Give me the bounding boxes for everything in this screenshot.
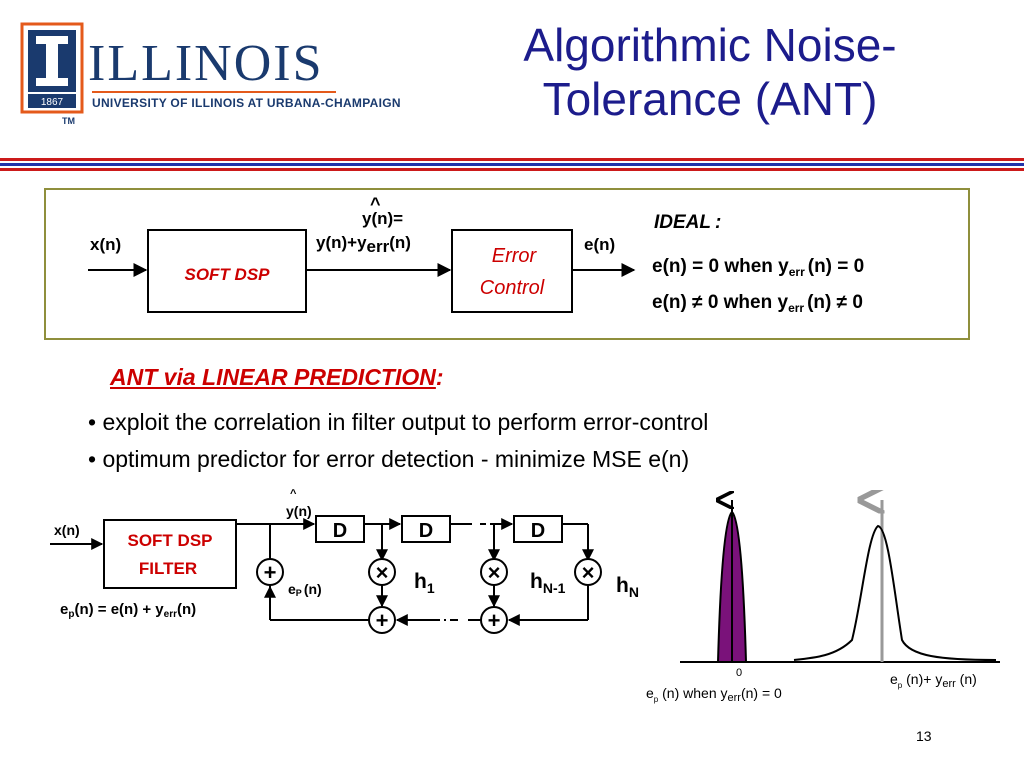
delay-block-1: [315, 515, 365, 543]
slide-title: Algorithmic Noise-Tolerance (ANT): [523, 19, 897, 125]
top-output-label: e(n): [584, 235, 615, 254]
error-distribution-plot: 0 ep (n) when yerr(n) = 0 ep (n)+ yerr (…: [646, 490, 1000, 704]
adder-sum-2-sign: +: [488, 608, 501, 633]
soft-dsp-block: [147, 229, 307, 313]
logo-i-top: [36, 36, 68, 44]
delay-label-3: D: [531, 520, 545, 542]
soft-dsp-filter-label-2: FILTER: [139, 559, 197, 578]
bullet-1: • exploit the correlation in filter outp…: [88, 409, 709, 435]
illinois-logo-icon: 1867: [20, 22, 84, 114]
ideal-equation-1: e(n) = 0 when yerr(n) = 0: [652, 256, 864, 279]
wordmark-underline: [92, 91, 336, 93]
plot-right-label: ep (n)+ yerr (n): [890, 671, 977, 690]
soft-dsp-filter-label-1: SOFT DSP: [127, 531, 212, 550]
pred-yhat-label: y(n): [286, 503, 312, 519]
adder-error-sign: +: [264, 560, 277, 585]
delay-label-1: D: [333, 520, 347, 542]
error-control-label-1: Error: [492, 245, 538, 267]
top-input-label: x(n): [90, 235, 121, 254]
bullet-2: • optimum predictor for error detection …: [88, 446, 690, 472]
plot-zero-tick: 0: [736, 667, 742, 679]
top-block-diagram: x(n) SOFT DSP ^ y(n)= y(n)+yerr(n) Error…: [88, 194, 864, 315]
tap-h1: h1: [414, 570, 435, 596]
error-control-block: [451, 229, 573, 313]
divider-blue: [0, 163, 1024, 166]
multiplier-1-sign: ×: [376, 560, 389, 585]
adder-sum-1-sign: +: [376, 608, 389, 633]
delay-label-2: D: [419, 520, 433, 542]
tap-hN: hN: [616, 574, 639, 600]
soft-dsp-label: SOFT DSP: [184, 265, 270, 284]
tap-hN-1: hN-1: [530, 570, 566, 596]
predictor-diagram: x(n) SOFT DSP FILTER ^ y(n) D D D + eP(n…: [50, 488, 639, 634]
ideal-label: IDEAL:: [654, 212, 721, 233]
delay-block-3: [513, 515, 563, 543]
soft-dsp-filter-block: [103, 519, 237, 589]
trademark: TM: [62, 116, 75, 126]
logo-i-stem: [46, 44, 58, 78]
prediction-error-equation: ep(n) = e(n) + yerr(n): [60, 601, 196, 620]
illinois-wordmark: ILLINOIS: [88, 35, 324, 92]
university-name: UNIVERSITY OF ILLINOIS AT URBANA-CHAMPAI…: [92, 96, 401, 110]
divider-red-bottom: [0, 168, 1024, 171]
divider-red-top: [0, 158, 1024, 161]
pred-ep-label: eP(n): [288, 581, 322, 598]
multiplier-3-sign: ×: [582, 560, 595, 585]
logo-i-bottom: [36, 78, 68, 86]
ideal-equation-2: e(n) ≠ 0 when yerr(n) ≠ 0: [652, 292, 863, 315]
multiplier-2-sign: ×: [488, 560, 501, 585]
delay-block-2: [401, 515, 451, 543]
logo-year: 1867: [41, 97, 64, 108]
plot-left-label: ep (n) when yerr(n) = 0: [646, 685, 782, 704]
page-number: 13: [916, 728, 932, 744]
error-control-label-2: Control: [480, 277, 545, 299]
error-distribution: [793, 524, 997, 661]
pred-input-label: x(n): [54, 522, 80, 538]
pred-hat: ^: [290, 488, 297, 500]
logo-year-band: [28, 94, 76, 108]
section-heading: ANT via LINEAR PREDICTION:: [110, 364, 444, 390]
top-hat: ^: [370, 194, 381, 214]
top-yhat-label: y(n)=: [362, 209, 403, 228]
top-ysum-label: y(n)+yerr(n): [316, 233, 411, 256]
top-diagram-frame: [44, 188, 970, 340]
